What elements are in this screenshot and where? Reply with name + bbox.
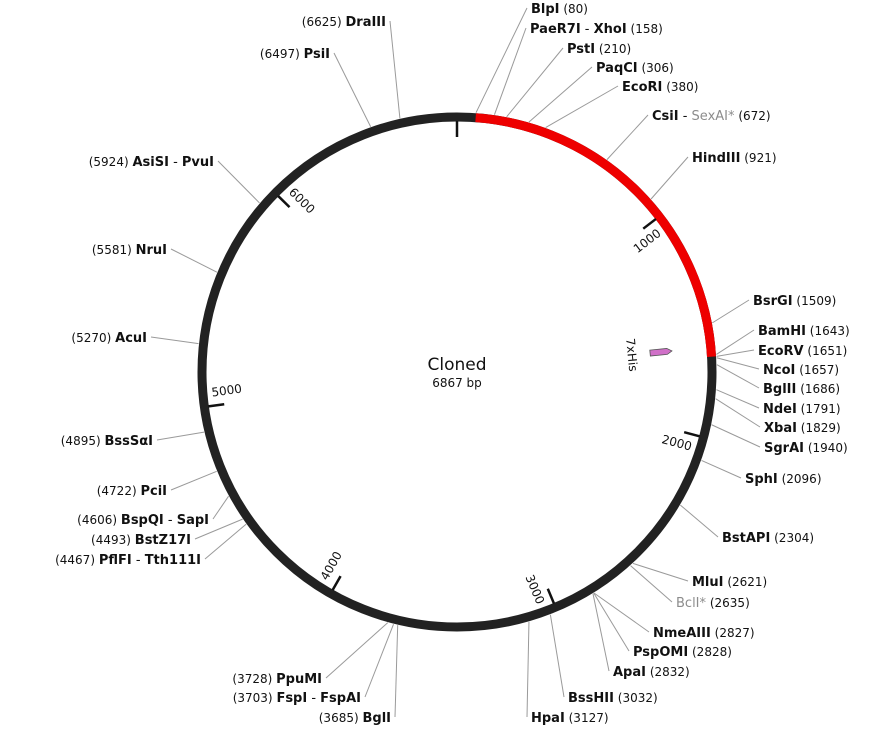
- site-label-5270: (5270) AcuI: [71, 331, 147, 346]
- leader-2621: [632, 562, 689, 582]
- leader-2832: [592, 593, 610, 672]
- site-label-2096: SphI (2096): [745, 472, 822, 487]
- leader-1651: [716, 349, 755, 357]
- leader-5924: [217, 160, 260, 204]
- site-label-6625: (6625) DraIII: [302, 15, 386, 30]
- leader-6625: [389, 20, 401, 119]
- site-label-3685: (3685) BglI: [319, 711, 391, 726]
- leader-1509: [712, 299, 750, 324]
- leader-5270: [150, 336, 199, 345]
- feature-arrow: [649, 348, 673, 357]
- tick-4000: [331, 575, 342, 591]
- leader-3703: [364, 623, 395, 698]
- leader-380: [545, 85, 619, 128]
- leader-1829: [715, 398, 761, 428]
- leader-3728: [325, 622, 389, 679]
- leader-80: [475, 7, 528, 113]
- site-label-210: PstI (210): [567, 42, 631, 57]
- site-label-3032: BssHII (3032): [568, 691, 658, 706]
- site-label-2635: BclI* (2635): [676, 596, 750, 611]
- site-label-3728: (3728) PpuMI: [232, 672, 322, 687]
- site-label-4493: (4493) BstZ17I: [91, 533, 191, 548]
- leader-2304: [680, 504, 719, 538]
- leader-6497: [333, 52, 372, 127]
- plasmid-size: 6867 bp: [432, 376, 482, 390]
- tick-label-2000: 2000: [660, 432, 693, 453]
- leader-306: [528, 66, 593, 123]
- leader-1657: [716, 357, 760, 370]
- tick-6000: [277, 195, 291, 209]
- site-leader-lines: [150, 7, 761, 718]
- leader-3127: [526, 621, 530, 718]
- leader-1686: [716, 364, 760, 389]
- leader-1940: [711, 424, 761, 448]
- site-label-5581: (5581) NruI: [92, 243, 167, 258]
- leader-1643: [716, 329, 755, 355]
- site-label-4722: (4722) PciI: [97, 484, 167, 499]
- site-label-1940: SgrAI (1940): [764, 441, 848, 456]
- tick-label-3000: 3000: [523, 573, 548, 607]
- site-labels: BlpI (80) PaeR7I - XhoI (158) PstI (210) Pa…: [55, 2, 850, 726]
- leader-921: [650, 156, 689, 200]
- site-label-5924: (5924) AsiSI - PvuI: [89, 155, 214, 170]
- leader-1791: [716, 389, 760, 409]
- leader-3032: [549, 614, 565, 698]
- site-label-921: HindIII (921): [692, 151, 777, 166]
- leader-4895: [156, 431, 205, 441]
- site-label-2827: NmeAIII (2827): [653, 626, 755, 641]
- site-label-306: PaqCI (306): [596, 61, 674, 76]
- site-label-1686: BglII (1686): [763, 382, 840, 397]
- site-label-380: EcoRI (380): [622, 80, 698, 95]
- tick-label-1000: 1000: [631, 226, 664, 256]
- site-label-1643: BamHI (1643): [758, 324, 850, 339]
- leader-5581: [170, 248, 218, 273]
- site-label-1509: BsrGI (1509): [753, 294, 836, 309]
- leader-2828: [593, 592, 630, 652]
- site-label-2304: BstAPI (2304): [722, 531, 814, 546]
- site-label-1829: XbaI (1829): [764, 421, 841, 436]
- site-label-3127: HpaI (3127): [531, 711, 609, 726]
- tick-label-6000: 6000: [286, 185, 318, 216]
- site-label-1651: EcoRV (1651): [758, 344, 847, 359]
- leader-672: [606, 114, 649, 160]
- leader-4606: [212, 495, 229, 520]
- site-label-2621: MluI (2621): [692, 575, 767, 590]
- site-label-1657: NcoI (1657): [763, 363, 839, 378]
- site-label-2828: PspOMI (2828): [633, 645, 732, 660]
- leader-2635: [630, 565, 673, 603]
- site-label-4467: (4467) PflFI - Tth111I: [55, 553, 201, 568]
- site-label-80: BlpI (80): [531, 2, 588, 17]
- feature-label: 7xHis: [623, 338, 640, 373]
- site-label-158: PaeR7I - XhoI (158): [530, 22, 663, 37]
- tick-2000: [683, 431, 700, 438]
- site-label-672: CsiI - SexAI* (672): [652, 109, 771, 124]
- tick-5000: [208, 402, 225, 408]
- insert-arc: [475, 113, 717, 357]
- site-label-6497: (6497) PsiI: [260, 47, 330, 62]
- tick-3000: [546, 588, 556, 604]
- leader-158: [493, 27, 527, 115]
- plasmid-name: Cloned: [427, 355, 486, 375]
- leader-4493: [194, 518, 243, 540]
- leader-210: [506, 47, 564, 118]
- plasmid-backbone: [197, 112, 717, 632]
- leader-3685: [394, 625, 399, 718]
- site-label-2832: ApaI (2832): [613, 665, 690, 680]
- leader-2827: [593, 592, 650, 633]
- leader-2096: [701, 459, 742, 479]
- site-label-3703: (3703) FspI - FspAI: [233, 691, 361, 706]
- site-label-4606: (4606) BspQI - SapI: [77, 513, 209, 528]
- tick-1000: [642, 217, 657, 230]
- feature-7xhis: 7xHis: [623, 338, 673, 373]
- leader-4467: [204, 523, 247, 560]
- site-label-4895: (4895) BssSαI: [61, 434, 153, 449]
- leader-4722: [170, 470, 217, 491]
- site-label-1791: NdeI (1791): [763, 402, 841, 417]
- tick-label-5000: 5000: [211, 382, 243, 400]
